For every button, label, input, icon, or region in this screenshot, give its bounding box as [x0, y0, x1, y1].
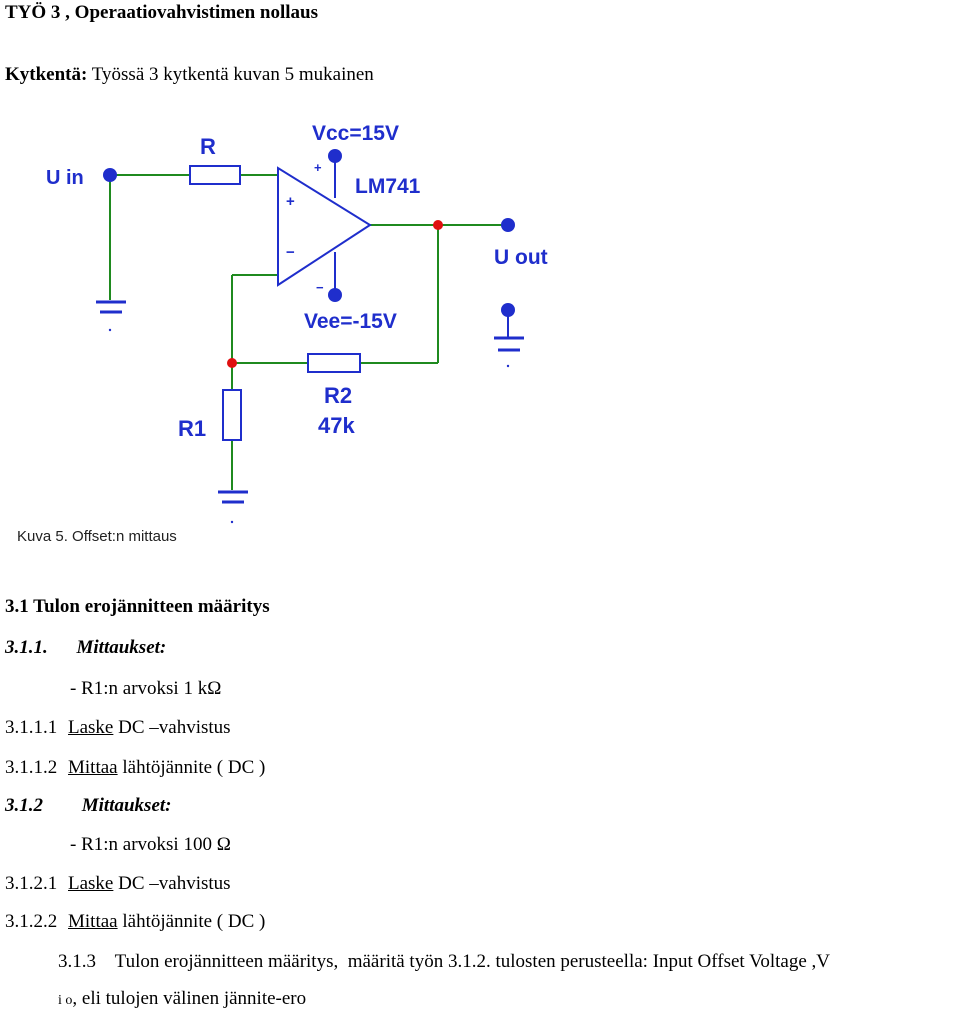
label-plus-input: +: [286, 193, 295, 210]
step-3-1-1-2: 3.1.1.2 Mittaa lähtöjännite ( DC ): [5, 757, 265, 779]
resistor-r: [189, 165, 241, 185]
step-3-1-2-1: 3.1.2.1 Laske DC –vahvistus: [5, 873, 231, 895]
page-title: TYÖ 3 , Operaatiovahvistimen nollaus: [5, 2, 318, 23]
step-number: 3.1.2.2: [5, 911, 58, 932]
ground-symbols: [96, 300, 524, 504]
step-number: 3.1.1.2: [5, 757, 58, 778]
terminals: [103, 149, 515, 317]
terminal-ground-out: [501, 303, 515, 317]
label-chip: LM741: [355, 175, 421, 198]
measurement-item-1: - R1:n arvoksi 1 kΩ: [70, 678, 222, 699]
nodes: [227, 220, 443, 368]
node-feedback: [227, 358, 237, 368]
continuation-text: , eli tulojen välinen jännite-ero: [72, 988, 307, 1009]
label-u-out: U out: [494, 246, 548, 269]
step-3-1-1-1: 3.1.1.1 Laske DC –vahvistus: [5, 717, 231, 739]
connection-label: Kytkentä:: [5, 64, 88, 85]
step-text: lähtöjännite ( DC ): [122, 757, 266, 778]
label-vcc: Vcc=15V: [312, 122, 399, 145]
subsection-heading-1: 3.1.1. Mittaukset:: [5, 637, 166, 659]
terminal-vcc: [328, 149, 342, 163]
label-vee: Vee=-15V: [304, 310, 397, 333]
ground-dot: [108, 328, 112, 332]
step-text: DC –vahvistus: [118, 873, 231, 894]
step-verb: Mittaa: [68, 911, 118, 932]
step-verb: Laske: [68, 717, 114, 738]
label-u-in: U in: [46, 167, 84, 189]
ground-dot: [230, 520, 234, 524]
subsection-title: Mittaukset:: [76, 637, 167, 658]
resistor-r2: [307, 353, 361, 373]
step-verb: Laske: [68, 873, 114, 894]
label-minus-supply: −: [316, 280, 324, 295]
resistor-r1: [222, 389, 242, 441]
step-3-1-3-continuation: i o, eli tulojen välinen jännite-ero: [58, 988, 306, 1010]
terminal-u-in: [103, 168, 117, 182]
label-plus-supply: +: [314, 160, 322, 175]
step-number: 3.1.1.1: [5, 717, 58, 738]
section-heading: 3.1 Tulon erojännitteen määritys: [5, 596, 270, 617]
step-text: lähtöjännite ( DC ): [122, 911, 266, 932]
subsection-title: Mittaukset:: [81, 795, 172, 816]
subsection-number: 3.1.2: [5, 795, 43, 816]
subsection-number: 3.1.1.: [5, 637, 48, 658]
terminal-u-out: [501, 218, 515, 232]
subsection-heading-2: 3.1.2 Mittaukset:: [5, 795, 171, 817]
circuit-diagram: U in R Vcc=15V LM741 U out Vee=-15V R2 4…: [46, 122, 548, 524]
subscript-io: i o: [58, 993, 73, 1008]
terminal-vee: [328, 288, 342, 302]
step-3-1-3: 3.1.3 Tulon erojännitteen määritys, määr…: [58, 951, 831, 972]
label-r2-value: 47k: [318, 413, 355, 438]
components: [189, 158, 509, 441]
label-minus-input: −: [286, 244, 295, 261]
label-r2: R2: [324, 383, 352, 408]
step-verb: Mittaa: [68, 757, 118, 778]
label-r: R: [200, 134, 216, 159]
wires: [109, 174, 505, 490]
node-output: [433, 220, 443, 230]
ground-dot: [506, 364, 510, 368]
connection-text: Työssä 3 kytkentä kuvan 5 mukainen: [91, 64, 374, 85]
label-r1: R1: [178, 416, 206, 441]
connection-line: Kytkentä: Työssä 3 kytkentä kuvan 5 muka…: [5, 64, 374, 86]
figure-caption: Kuva 5. Offset:n mittaus: [17, 528, 177, 545]
ground-dots: [108, 328, 510, 524]
step-text: DC –vahvistus: [118, 717, 231, 738]
step-number: 3.1.2.1: [5, 873, 58, 894]
step-3-1-2-2: 3.1.2.2 Mittaa lähtöjännite ( DC ): [5, 911, 265, 933]
opamp-triangle: [277, 166, 372, 287]
measurement-item-2: - R1:n arvoksi 100 Ω: [70, 834, 231, 855]
